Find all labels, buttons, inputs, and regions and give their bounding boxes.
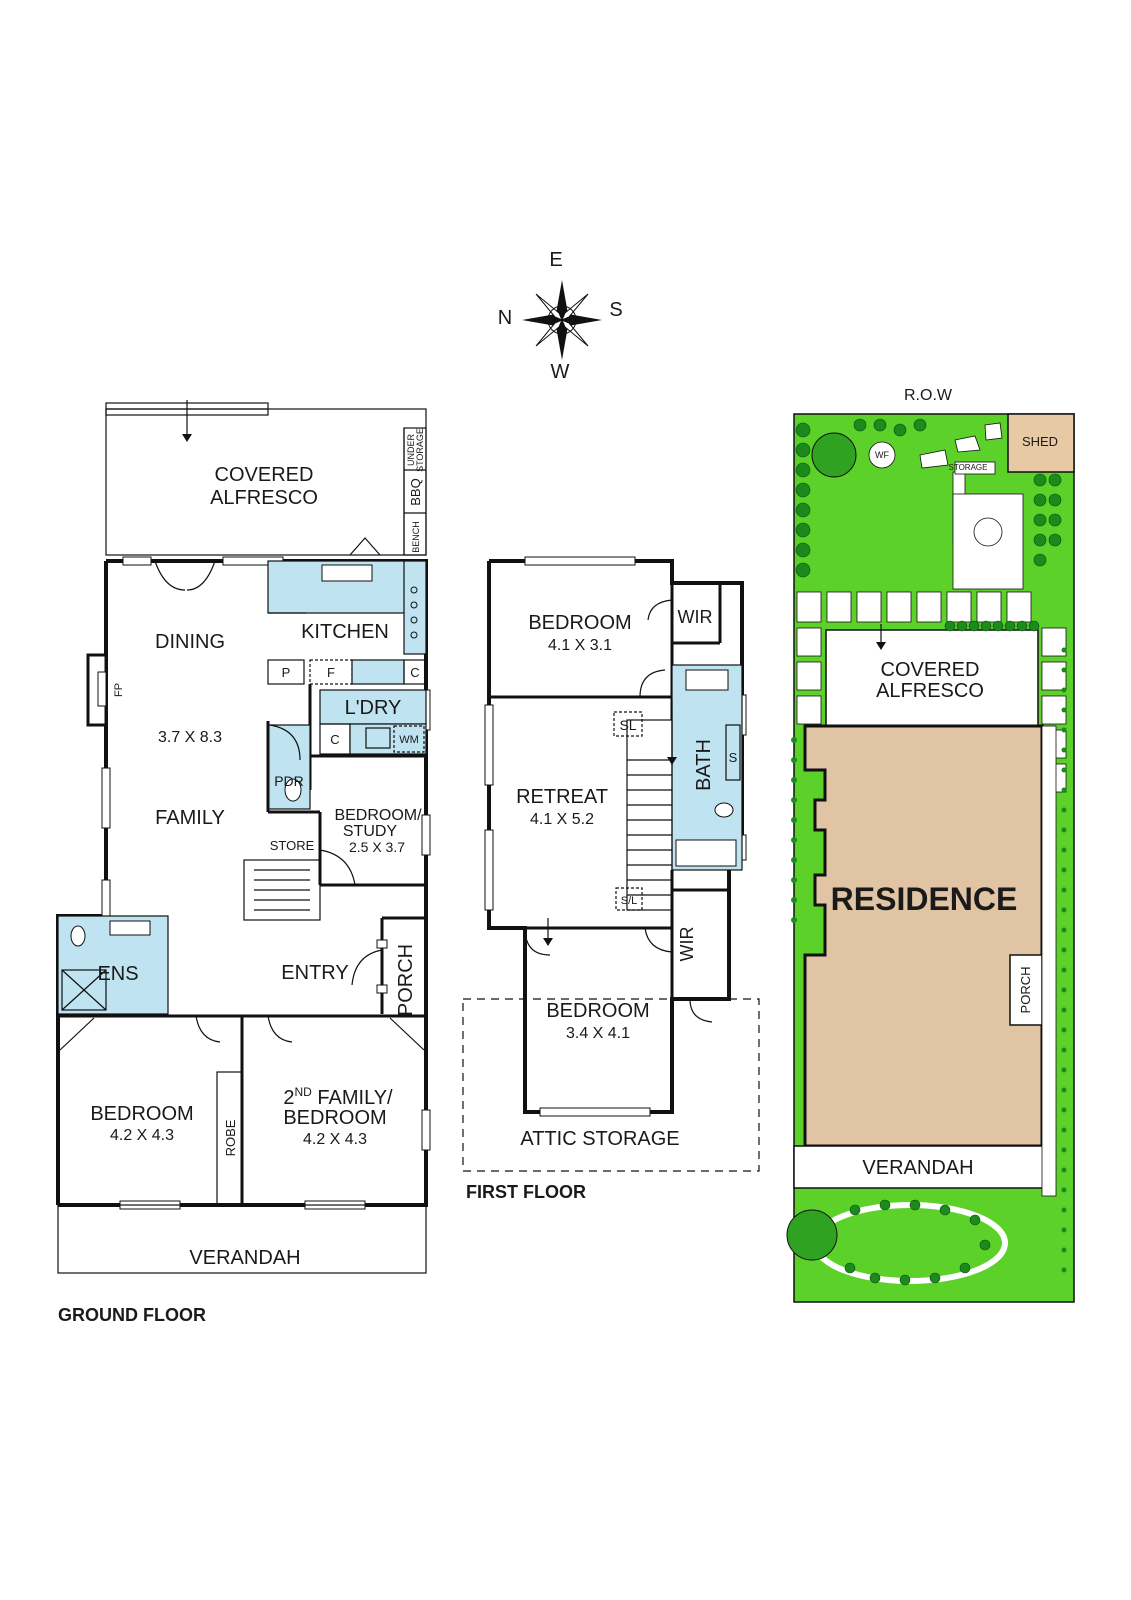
attic-storage-label: ATTIC STORAGE	[520, 1128, 679, 1150]
washing-machine-label: WM	[399, 734, 419, 746]
site-verandah-label: VERANDAH	[862, 1157, 973, 1179]
compass-w-label: W	[551, 361, 570, 383]
cupboard-label-1: C	[410, 665, 419, 680]
under-storage-label-line1: UNDER	[406, 434, 416, 467]
laundry-label: L'DRY	[345, 697, 402, 719]
skylight-label-1: SL	[619, 717, 636, 733]
row-label: R.O.W	[904, 387, 953, 404]
shower-label: S	[729, 750, 738, 765]
pantry-label: P	[282, 665, 291, 680]
bedroom1-dimensions: 4.1 X 3.1	[548, 637, 612, 654]
ground-floor-caption: GROUND FLOOR	[58, 1305, 206, 1325]
second-family-dimensions: 4.2 X 4.3	[303, 1131, 367, 1148]
first-floor-caption: FIRST FLOOR	[466, 1182, 586, 1202]
dining-family-dimensions: 3.7 X 8.3	[158, 729, 222, 746]
bathroom	[671, 664, 743, 871]
bedroom-study-label-line2: STUDY	[343, 823, 398, 840]
cupboard-label-2: C	[330, 732, 339, 747]
shed-label: SHED	[1022, 434, 1058, 449]
bedroom-study-dimensions: 2.5 X 3.7	[349, 839, 405, 855]
bedroom1-label: BEDROOM	[528, 612, 631, 634]
fireplace-label: FP	[113, 683, 125, 697]
site-plan	[786, 413, 1075, 1303]
compass-rose	[522, 280, 602, 360]
bench-label: BENCH	[411, 521, 421, 553]
ground-floor-plan	[56, 400, 431, 1274]
robe-label: ROBE	[223, 1119, 238, 1156]
covered-alfresco-label-line2: ALFRESCO	[210, 487, 318, 509]
site-covered-alfresco-line2: ALFRESCO	[876, 680, 984, 702]
second-family-label-line1: 2ND FAMILY/	[283, 1085, 393, 1109]
entry-label: ENTRY	[281, 962, 348, 984]
shed	[1007, 413, 1075, 473]
pdr-label: PDR	[274, 773, 304, 789]
compass-e-label: E	[549, 249, 562, 271]
family-label: FAMILY	[155, 807, 225, 829]
second-family-label-line2: BEDROOM	[283, 1107, 386, 1129]
fridge-label: F	[327, 665, 335, 680]
storage-label: STORAGE	[949, 463, 988, 472]
bbq-label: BBQ	[408, 478, 423, 505]
bedroom2-dimensions: 3.4 X 4.1	[566, 1025, 630, 1042]
retreat-label: RETREAT	[516, 786, 608, 808]
bath-label: BATH	[693, 739, 715, 791]
compass-n-label: N	[498, 307, 512, 329]
wir1-label: WIR	[678, 607, 713, 627]
retreat-dimensions: 4.1 X 5.2	[530, 811, 594, 828]
dining-label: DINING	[155, 631, 225, 653]
first-floor-plan	[462, 556, 760, 1172]
bedroom-study-label-line1: BEDROOM/	[334, 807, 422, 824]
bedroom2-label: BEDROOM	[546, 1000, 649, 1022]
kitchen-label: KITCHEN	[301, 621, 389, 643]
ensuite-label: ENS	[97, 963, 138, 985]
residence-label: RESIDENCE	[831, 881, 1018, 917]
compass-s-label: S	[609, 299, 622, 321]
porch-label: PORCH	[395, 944, 417, 1016]
wf-label: WF	[875, 450, 889, 460]
covered-alfresco-label-line1: COVERED	[215, 464, 314, 486]
bedroom-dimensions: 4.2 X 4.3	[110, 1127, 174, 1144]
site-porch-label: PORCH	[1018, 967, 1033, 1014]
site-covered-alfresco-line1: COVERED	[881, 659, 980, 681]
wir2-label: WIR	[677, 927, 697, 962]
under-storage-label-line2: STORAGE	[415, 428, 425, 472]
residence-footprint	[803, 724, 1044, 1148]
verandah-label: VERANDAH	[189, 1247, 300, 1269]
skylight-label-2: S/L	[621, 895, 638, 907]
bedroom-label: BEDROOM	[90, 1103, 193, 1125]
store-label: STORE	[270, 838, 315, 853]
